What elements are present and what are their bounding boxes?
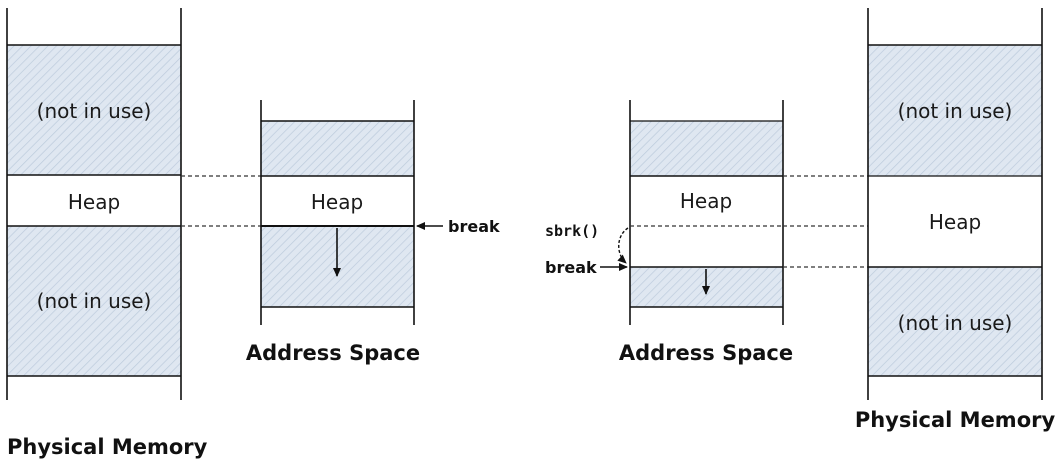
right-pm-heap-region (868, 176, 1042, 267)
left-physical-memory: (not in use) Heap (not in use) Physical … (6, 8, 208, 459)
left-as-heap-region (261, 176, 414, 226)
left-address-space: Heap Address Space (246, 100, 420, 365)
left-pm-heap-region (7, 175, 181, 226)
right-as-upper-region (630, 121, 783, 176)
right-as-heap-region (630, 176, 783, 267)
left-pm-heap-label: Heap (68, 190, 120, 214)
right-break-label: break (545, 258, 597, 277)
left-as-upper-region (261, 121, 414, 176)
right-as-heap-label: Heap (680, 189, 732, 213)
sbrk-label: sbrk() (545, 222, 599, 240)
right-pm-heap-label: Heap (929, 210, 981, 234)
right-pm-not-in-use-bottom-region (868, 267, 1042, 376)
left-pm-top-label: (not in use) (37, 99, 152, 123)
left-address-space-title: Address Space (246, 341, 420, 365)
right-physical-memory: (not in use) Heap (not in use) Physical … (855, 8, 1056, 432)
sbrk-curved-arrow (617, 227, 629, 264)
right-address-space: Heap Address Space (619, 100, 793, 365)
right-pm-not-in-use-top-region (868, 45, 1042, 176)
right-pm-bottom-label: (not in use) (898, 311, 1013, 335)
right-pm-top-label: (not in use) (898, 99, 1013, 123)
left-pm-not-in-use-top-region (7, 45, 181, 175)
left-break-label: break (448, 217, 500, 236)
right-address-space-title: Address Space (619, 341, 793, 365)
right-physical-memory-title: Physical Memory (855, 408, 1056, 432)
left-physical-memory-title: Physical Memory (7, 435, 208, 459)
left-pm-bottom-label: (not in use) (37, 289, 152, 313)
left-as-heap-label: Heap (311, 190, 363, 214)
left-pm-not-in-use-bottom-region (7, 226, 181, 376)
